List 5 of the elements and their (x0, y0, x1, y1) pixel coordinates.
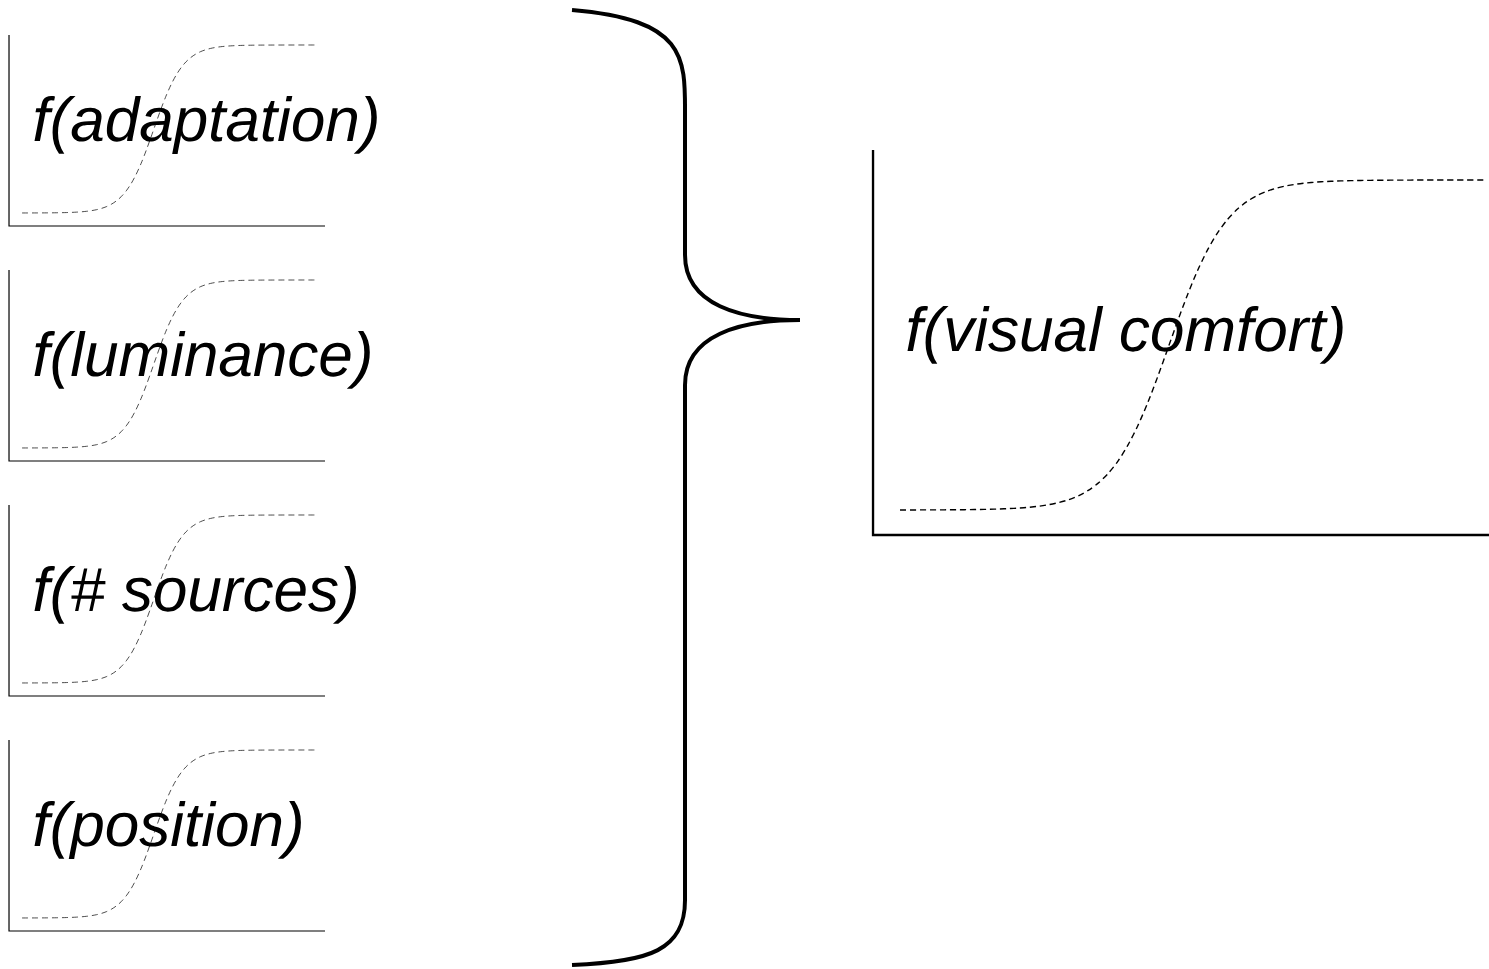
function-plot: f(# sources) (8, 504, 356, 697)
function-plot: f(position) (8, 739, 326, 932)
function-plot: f(luminance) (8, 269, 370, 462)
function-plot: f(visual comfort) (871, 150, 1489, 537)
function-plot: f(adaptation) (8, 34, 377, 227)
